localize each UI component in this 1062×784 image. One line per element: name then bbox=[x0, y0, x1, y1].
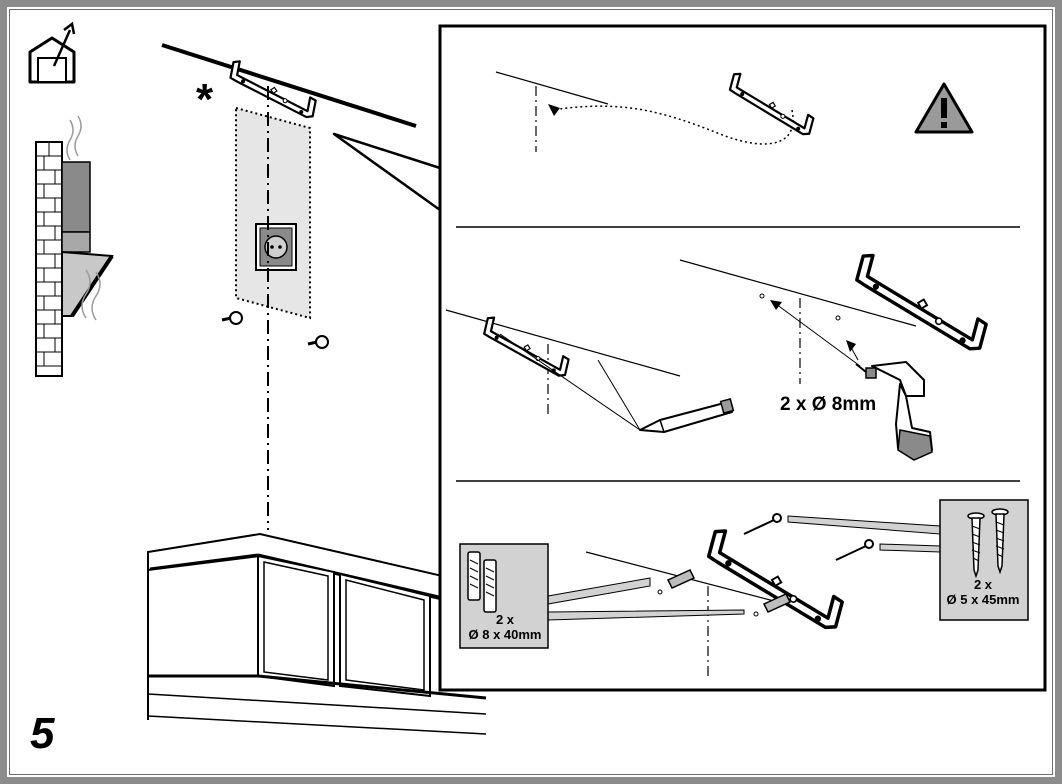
screw-size: Ø 5 x 45mm bbox=[946, 591, 1020, 607]
house-exhaust-icon bbox=[28, 21, 76, 84]
screw-icon bbox=[967, 508, 1009, 579]
page-frame-inner bbox=[9, 9, 1053, 775]
warning-icon bbox=[914, 82, 974, 134]
wall-plug-size: Ø 8 x 40mm bbox=[468, 626, 542, 642]
asterisk-mark: * bbox=[196, 75, 214, 124]
wall-plug-label: 2 x Ø 8 x 40mm bbox=[462, 612, 548, 643]
step-number: 5 bbox=[30, 709, 55, 758]
socket-area bbox=[235, 106, 311, 320]
panel-mark-position bbox=[495, 71, 974, 152]
hood-side-view bbox=[35, 115, 114, 377]
drill-icon bbox=[855, 361, 933, 461]
screw-label: 2 x Ø 5 x 45mm bbox=[938, 577, 1028, 608]
wall-plug-count: 2 x bbox=[495, 612, 515, 627]
screw-left bbox=[221, 311, 243, 325]
wall-plug-icon bbox=[467, 551, 497, 613]
screw-count: 2 x bbox=[973, 577, 993, 592]
screw-right bbox=[307, 335, 329, 349]
panel-mark-drill bbox=[445, 251, 998, 461]
pencil-icon bbox=[639, 397, 735, 433]
panel-fix-bracket bbox=[459, 499, 1029, 680]
drill-size-label: 2 x Ø 8mm bbox=[780, 394, 877, 415]
